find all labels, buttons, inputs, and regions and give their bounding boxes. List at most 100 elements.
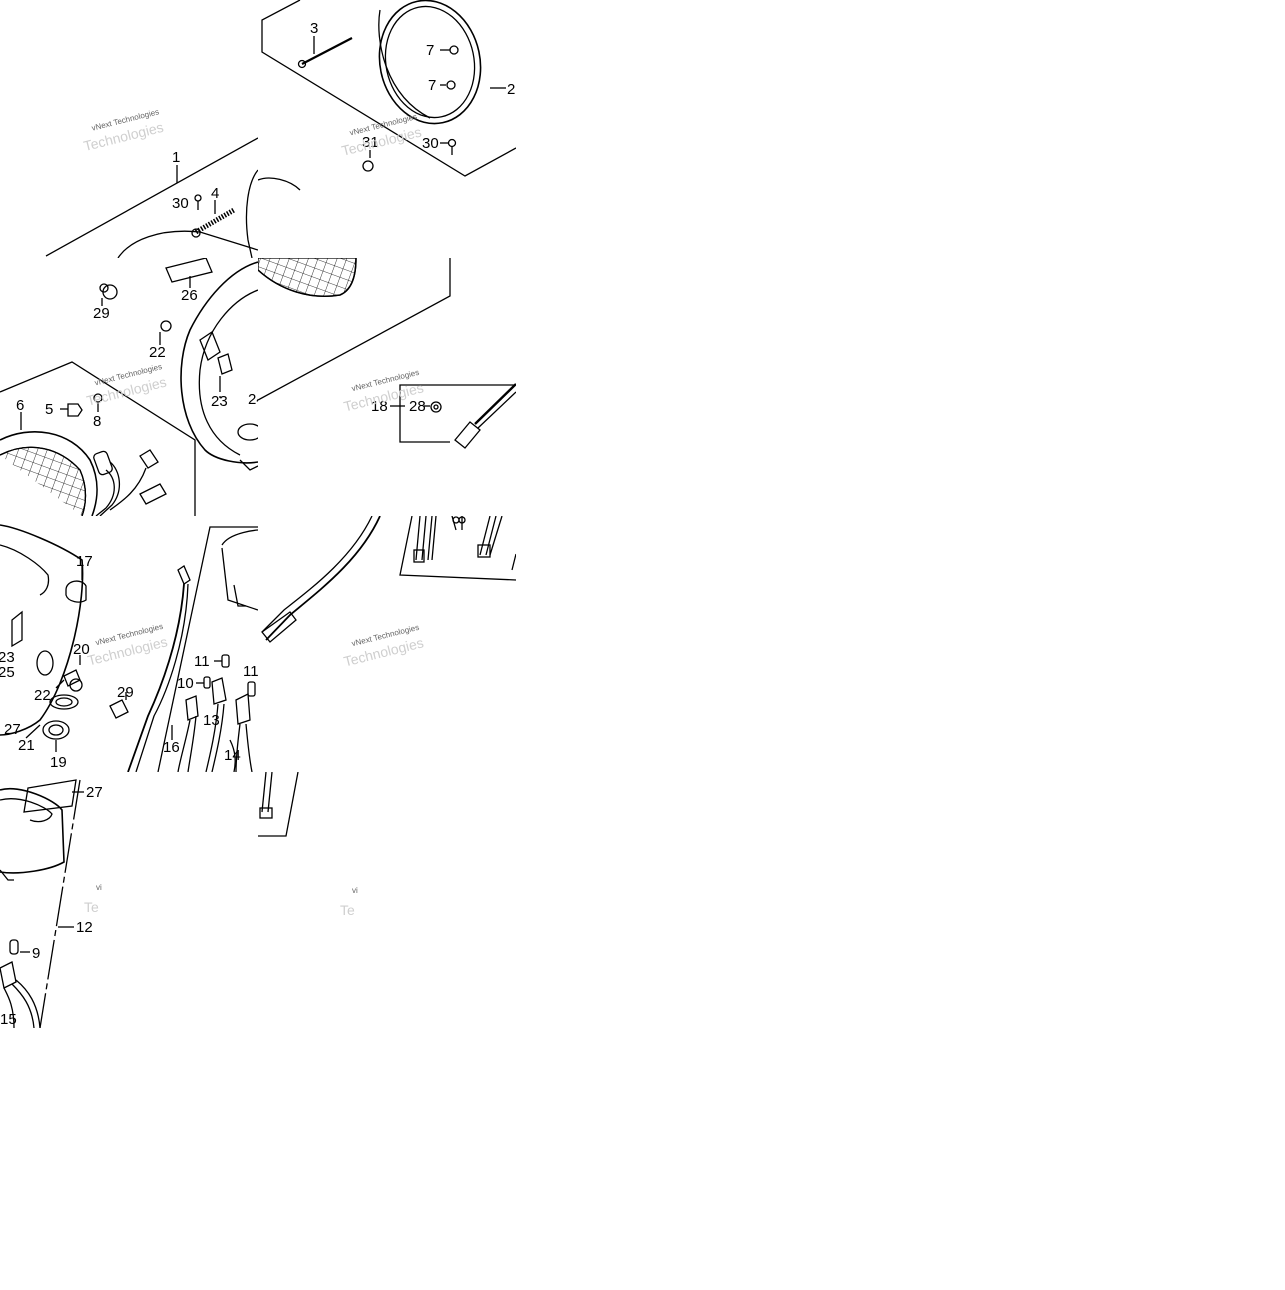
tile-lower-right-labels: vNext Technologies Technologies [342,623,425,670]
callout-3: 3 [310,20,318,37]
tile-lower-left-labels: 17 20 23 25 22 27 21 19 29 11 11 10 13 1… [0,553,258,771]
callout-8: 8 [93,413,101,430]
callout-25: 27 [4,721,21,738]
callout-26: 26 [181,287,198,304]
callout-23b: 23 [0,649,15,666]
tile-top-right-labels: 3 2 7 7 30 31 vNext Technologies Technol… [310,20,515,159]
callout-5: 5 [45,401,53,418]
bolt-29 [109,692,129,719]
nut-5 [60,403,83,417]
tile-mid-left-labels: 26 29 22 23 24 6 5 8 vNext Technologies … [16,287,265,430]
lens-edge [245,169,258,258]
speedometer-cable [127,565,191,772]
svg-text:Te: Te [340,902,355,918]
headlight-case [0,524,84,736]
outline-box [261,0,516,177]
bulb-socket-15 [0,961,41,1028]
tile-mid-right-labels: 18 28 vNext Technologies Technologies [342,368,426,415]
case-inner [198,289,258,456]
tile-mid-right [258,258,516,449]
callout-17: 17 [76,553,93,570]
callout-2: 2 [507,81,515,98]
bulb-socket-14 [229,692,253,772]
bulb-9 [9,939,30,955]
fwd-arrow [262,150,284,168]
callout-19: 19 [50,754,67,771]
callout-6: 6 [16,397,24,414]
callout-22: 22 [149,344,166,361]
watermark: vNext Technologies Technologies [342,623,425,670]
callout-23: 23 [211,393,228,410]
wire-leads [413,516,516,571]
tile-lower-left [0,524,258,772]
callout-14: 14 [224,747,241,764]
callout-12: 12 [76,919,93,936]
bolt-30 [440,138,457,155]
tile-bottom-right [258,772,299,837]
bulb-socket [93,449,167,516]
callout-9: 9 [32,945,40,962]
callout-28: 28 [409,398,426,415]
callout-10: 10 [177,675,194,692]
callout-29: 29 [93,305,110,322]
callout-16: 16 [163,739,180,756]
washer-28 [424,401,442,413]
clip-7 [440,45,459,90]
grommet-19 [42,720,70,752]
callout-4: 4 [211,185,219,202]
wire-leads [259,772,273,819]
svg-text:Te: Te [84,899,99,915]
headlight-case [180,261,258,464]
case-inner [0,544,50,596]
bolt-30 [194,194,202,210]
callout-22b: 22 [34,687,51,704]
tile-bottom-right-labels: vi Te [340,886,358,918]
speedometer-cable-lower [261,516,381,643]
cable-box [399,384,516,443]
svg-text:vi: vi [352,886,358,895]
grommet-21 [25,694,79,739]
bracket-26 [165,258,213,283]
watermark-fragment: vi Te [340,886,358,918]
meter-box [157,526,258,772]
fwd-label: FWD [271,133,311,164]
bulb-11 [214,654,256,697]
callout-11: 11 [194,653,210,670]
watermark-fragment: vi Te [84,883,102,915]
label-27 [23,779,77,813]
callout-7b: 7 [428,77,436,94]
svg-text:vi: vi [96,883,102,892]
tile-mid-left [0,258,258,516]
outline-edge [45,137,258,257]
watermark: vNext Technologies Technologies [82,107,165,154]
callout-24b: 25 [0,664,15,681]
tile-top-right [258,0,516,191]
sealed-beam-6 [0,431,98,516]
wire-box [399,516,516,581]
bolt-31 [362,150,374,172]
speedometer-housing [0,787,65,881]
screw-4 [191,207,236,238]
tile-bottom-left [0,779,84,1028]
wire-box [258,772,299,837]
callout-18: 18 [371,398,388,415]
tile-lower-right [261,516,516,643]
tile-top-left [45,137,284,258]
watermark: vNext Technologies Technologies [340,112,423,159]
callout-13: 13 [203,712,220,729]
callout-24: 24 [248,391,265,408]
grommet-22 [159,320,172,345]
spring-8 [93,393,103,412]
outline-edge [258,258,451,401]
watermark: vNext Technologies Technologies [85,362,168,409]
cap-17 [65,566,87,603]
meter-box-edge [39,779,81,1028]
connector-20 [69,655,83,692]
callout-21: 21 [18,737,35,754]
callout-15: 15 [0,1011,17,1028]
bolt-29 [99,283,118,306]
tile-bottom-left-labels: 27 12 9 15 vi Te [0,784,103,1028]
bulb-10 [196,676,211,689]
